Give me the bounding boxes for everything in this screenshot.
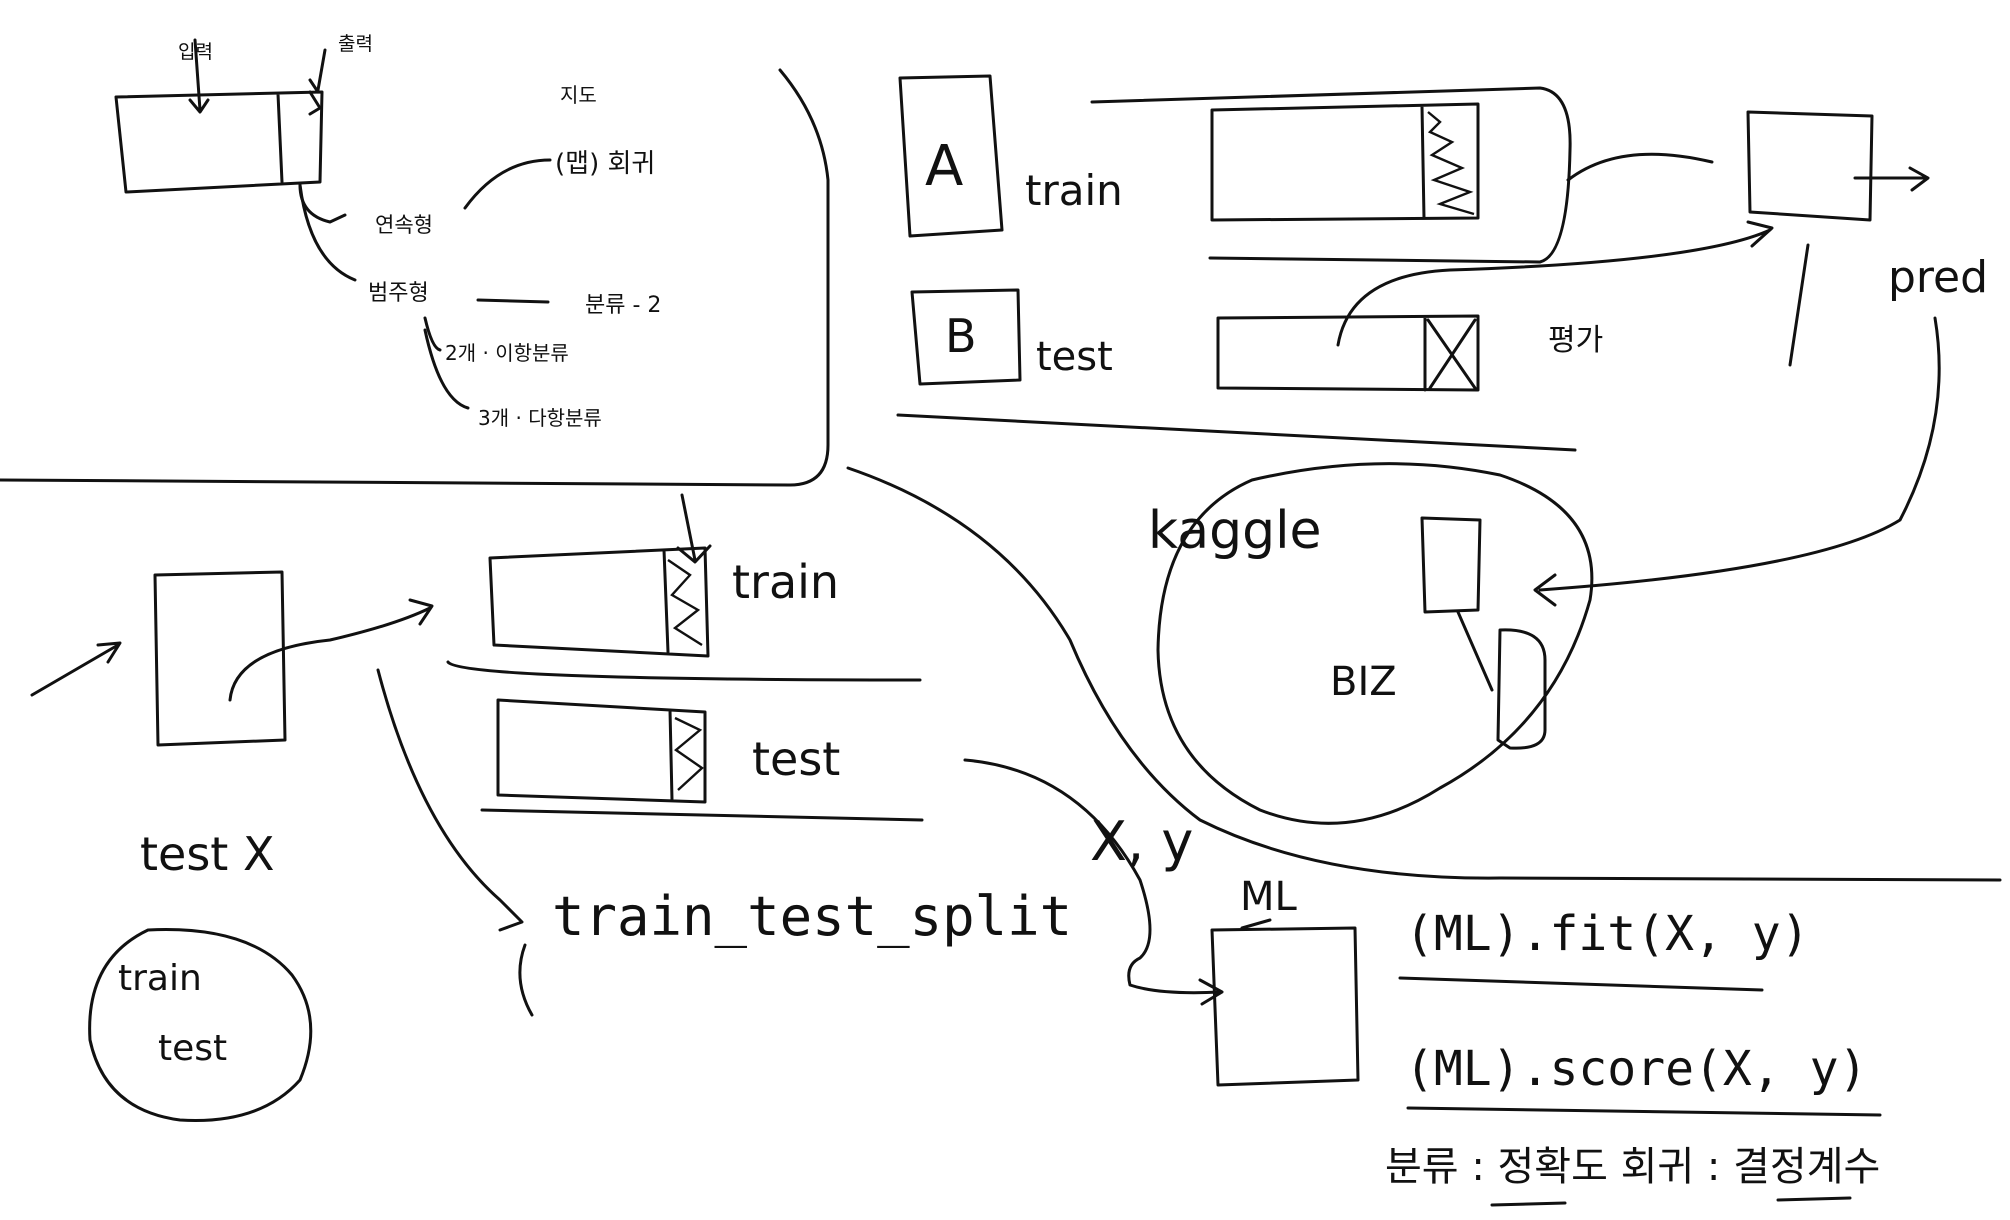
test-b-label: test — [1036, 334, 1113, 380]
train-a-container — [1092, 88, 1570, 262]
ml-model-box — [1212, 928, 1358, 1085]
source-data-table — [155, 572, 285, 745]
metrics-underline — [1492, 1198, 1850, 1205]
evaluate-tick — [1790, 245, 1808, 365]
split-train-hatch — [668, 560, 702, 645]
test-b-table — [1218, 316, 1478, 390]
pred-to-kaggle-arrow — [1535, 318, 1939, 605]
biz-submission-box — [1498, 630, 1545, 748]
pred-label: pred — [1888, 252, 1988, 303]
test-x-label: test X — [140, 827, 274, 881]
metrics-note: 분류 : 정확도 회귀 : 결정계수 — [1385, 1144, 1880, 1190]
test-b-target-cross — [1428, 320, 1475, 388]
split-test-hatch — [675, 718, 702, 790]
pred-arrow — [1855, 168, 1928, 190]
test-to-ml-arrow — [965, 760, 1222, 1004]
train-a-label: train — [1025, 166, 1123, 215]
supervised-label: 지도 — [560, 83, 597, 107]
divider-middle-curve — [848, 468, 2000, 880]
link-continuous-regression — [465, 160, 550, 208]
branch-line-categorical — [300, 185, 355, 280]
ml-box-top-edge — [1242, 920, 1270, 928]
score-underline — [1408, 1108, 1880, 1115]
box-a-label: A — [925, 134, 963, 199]
split-function-arrow — [378, 670, 522, 930]
categorical-label: 범주형 — [368, 281, 429, 306]
input-stream-arrow — [32, 643, 120, 695]
regression-label: (맵) 회귀 — [555, 149, 655, 179]
output-column-mark — [310, 92, 320, 114]
divider-under-split-train — [448, 662, 920, 680]
split-function-bracket — [520, 945, 532, 1015]
box-b-label: B — [945, 309, 977, 363]
divider-under-test-b — [898, 415, 1575, 450]
kaggle-submission-box — [1422, 518, 1480, 612]
link-categorical-classification — [478, 300, 548, 302]
xy-label: X, y — [1090, 810, 1193, 873]
multiclass-label: 3개 · 다항분류 — [478, 406, 602, 430]
output-label: 출력 — [338, 33, 373, 55]
data-table-sketch — [116, 92, 322, 192]
kaggle-to-biz-link — [1458, 612, 1492, 690]
binary-label: 2개 · 이항분류 — [445, 341, 569, 365]
output-arrow — [310, 50, 325, 92]
biz-label: BIZ — [1330, 659, 1397, 705]
panel-divider-top-left — [0, 70, 828, 485]
split-train-label: train — [732, 555, 839, 609]
prediction-model-box — [1748, 112, 1872, 220]
fit-underline — [1400, 978, 1762, 990]
kaggle-label: kaggle — [1148, 501, 1322, 561]
circled-train-label: train — [118, 958, 202, 999]
source-to-split-arrow — [230, 600, 432, 700]
input-label: 입력 — [178, 41, 213, 63]
classification-label: 분류 - 2 — [585, 293, 661, 318]
score-call: (ML).score(X, y) — [1405, 1041, 1867, 1097]
split-test-label: test — [752, 732, 840, 786]
fit-call: (ML).fit(X, y) — [1405, 906, 1810, 962]
divider-under-split-test — [482, 810, 922, 820]
split-function-label: train_test_split — [552, 885, 1072, 948]
evaluate-label: 평가 — [1548, 323, 1603, 358]
ml-label: ML — [1240, 874, 1298, 920]
circled-test-label: test — [158, 1028, 227, 1069]
train-a-target-hatch — [1428, 112, 1474, 214]
continuous-label: 연속형 — [375, 213, 433, 237]
split-test-table — [498, 700, 705, 802]
link-train-to-model — [1568, 154, 1712, 180]
